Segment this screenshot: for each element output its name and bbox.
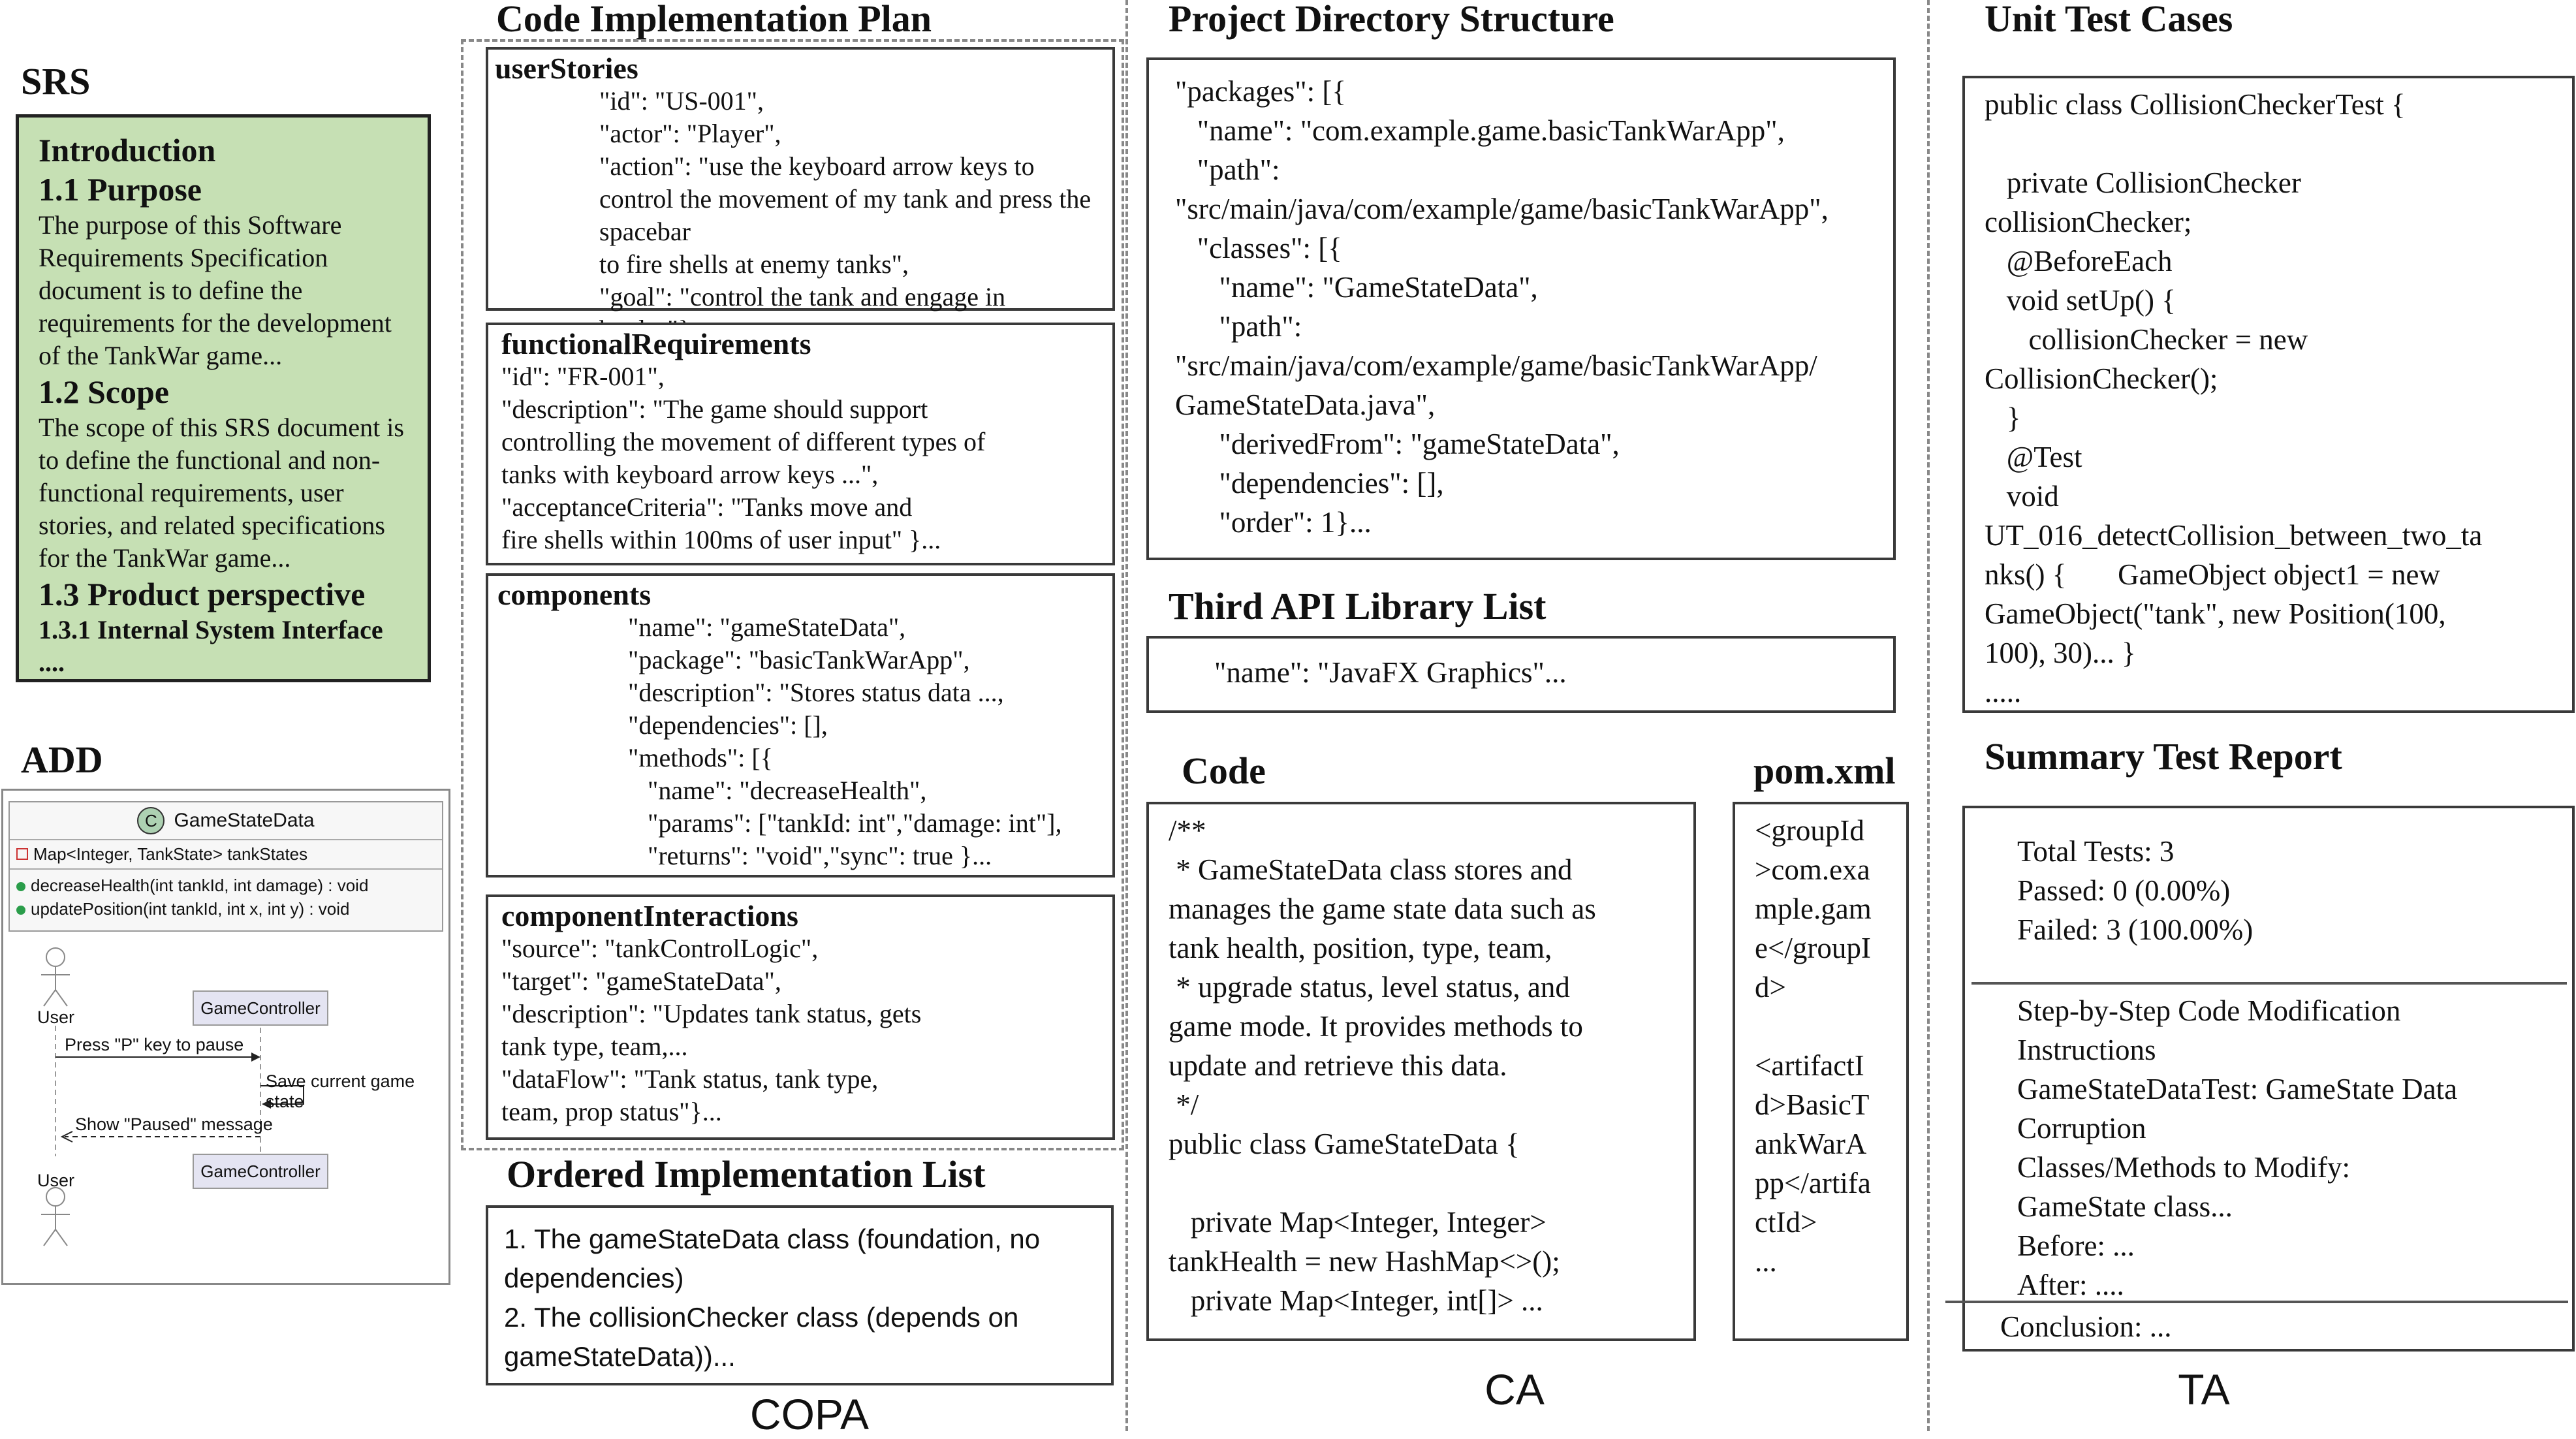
add-title: ADD bbox=[21, 738, 103, 781]
sequence-message: Press "P" key to pause bbox=[65, 1035, 244, 1054]
participant-box: GameController bbox=[193, 990, 328, 1026]
arrowhead-icon bbox=[60, 1131, 73, 1143]
uml-class-name: GameStateData bbox=[174, 810, 315, 831]
srs-document-box: Introduction 1.1 Purpose The purpose of … bbox=[16, 114, 431, 682]
component-interactions-box: componentInteractions "source": "tankCon… bbox=[486, 894, 1115, 1140]
uml-class-icon: C bbox=[137, 807, 165, 834]
sequence-message: Save current game state bbox=[266, 1071, 415, 1111]
copa-agent-label: COPA bbox=[749, 1390, 870, 1438]
arrowhead-icon bbox=[251, 1052, 260, 1062]
add-diagram-box: C GameStateData Map<Integer, TankState> … bbox=[1, 789, 450, 1285]
pom-box: <groupId >com.exa mple.gam e</groupI d> … bbox=[1733, 802, 1909, 1341]
divider bbox=[1125, 0, 1128, 1431]
functional-requirements-heading: functionalRequirements bbox=[501, 327, 811, 360]
uml-class-box: C GameStateData Map<Integer, TankState> … bbox=[8, 801, 443, 932]
public-method-icon bbox=[16, 882, 25, 891]
unit-test-box: public class CollisionCheckerTest { priv… bbox=[1962, 76, 2575, 713]
pom-body: <groupId >com.exa mple.gam e</groupI d> … bbox=[1755, 814, 1872, 1278]
components-box: components "name": "gameStateData", "pac… bbox=[486, 573, 1115, 878]
component-interactions-heading: componentInteractions bbox=[501, 899, 798, 932]
srs-internal-interface-heading: 1.3.1 Internal System Interface bbox=[39, 615, 383, 644]
sequence-message: Show "Paused" message bbox=[75, 1115, 273, 1134]
srs-scope-text: The scope of this SRS document is to def… bbox=[39, 413, 404, 573]
srs-purpose-text: The purpose of this Software Requirement… bbox=[39, 210, 392, 370]
uml-class-field: Map<Integer, TankState> tankStates bbox=[33, 844, 308, 864]
components-heading: components bbox=[497, 578, 652, 611]
component-interactions-body: "source": "tankControlLogic", "target": … bbox=[501, 934, 922, 1126]
directory-title: Project Directory Structure bbox=[1169, 0, 1614, 40]
pom-title: pom.xml bbox=[1753, 750, 1896, 792]
report-divider bbox=[1971, 982, 2567, 985]
unit-test-title: Unit Test Cases bbox=[1985, 0, 2233, 40]
api-library-title: Third API Library List bbox=[1169, 585, 1547, 627]
srs-ellipsis: .... bbox=[39, 648, 65, 677]
test-report-box: Total Tests: 3 Passed: 0 (0.00%) Failed:… bbox=[1945, 806, 2575, 1352]
ordered-list-box: 1. The gameStateData class (foundation, … bbox=[486, 1205, 1114, 1385]
directory-body: "packages": [{ "name": "com.example.game… bbox=[1175, 75, 1829, 539]
actor-label: User bbox=[37, 1007, 75, 1027]
uml-sequence-diagram bbox=[41, 947, 304, 1246]
functional-requirements-body: "id": "FR-001", "description": "The game… bbox=[501, 362, 986, 554]
actor-icon bbox=[41, 947, 70, 1007]
code-title: Code bbox=[1182, 750, 1266, 792]
actor-icon bbox=[41, 1187, 70, 1246]
uml-method: updatePosition(int tankId, int x, int y)… bbox=[31, 899, 350, 919]
srs-introduction-heading: Introduction bbox=[39, 132, 216, 168]
ordered-list-title: Ordered Implementation List bbox=[507, 1153, 986, 1195]
copa-title: Code Implementation Plan bbox=[496, 0, 932, 40]
user-stories-box: userStories "id": "US-001", "actor": "Pl… bbox=[486, 47, 1115, 344]
ta-agent-label: TA bbox=[2178, 1365, 2230, 1414]
srs-perspective-heading: 1.3 Product perspective bbox=[39, 576, 366, 612]
test-report-steps: Step-by-Step Code Modification Instructi… bbox=[2017, 994, 2458, 1301]
public-method-icon bbox=[16, 906, 25, 915]
srs-scope-heading: 1.2 Scope bbox=[39, 373, 169, 410]
test-report-stats: Total Tests: 3 Passed: 0 (0.00%) Failed:… bbox=[2017, 835, 2254, 946]
srs-title: SRS bbox=[21, 60, 91, 103]
test-report-title: Summary Test Report bbox=[1985, 735, 2342, 778]
user-stories-heading: userStories bbox=[495, 52, 638, 85]
user-stories-body: "id": "US-001", "actor": "Player", "acti… bbox=[599, 86, 1092, 344]
arrowhead-icon bbox=[262, 1099, 271, 1109]
actor-label: User bbox=[37, 1171, 75, 1190]
test-report-conclusion: Conclusion: ... bbox=[2000, 1310, 2172, 1343]
code-body: /** * GameStateData class stores and man… bbox=[1169, 814, 1596, 1317]
participant-box: GameController bbox=[193, 1154, 328, 1189]
divider bbox=[1927, 0, 1930, 1431]
components-body: "name": "gameStateData", "package": "bas… bbox=[628, 612, 1062, 870]
srs-purpose-heading: 1.1 Purpose bbox=[39, 171, 202, 208]
ca-agent-label: CA bbox=[1484, 1365, 1545, 1414]
directory-box: "packages": [{ "name": "com.example.game… bbox=[1146, 57, 1896, 560]
private-field-icon bbox=[16, 848, 28, 860]
copa-plan-group bbox=[461, 39, 1124, 1150]
api-library-body: "name": "JavaFX Graphics"... bbox=[1214, 656, 1567, 689]
report-divider bbox=[1945, 1301, 2568, 1303]
functional-requirements-box: functionalRequirements "id": "FR-001", "… bbox=[486, 323, 1115, 565]
api-library-box: "name": "JavaFX Graphics"... bbox=[1146, 636, 1896, 713]
uml-method: decreaseHealth(int tankId, int damage) :… bbox=[31, 876, 369, 895]
code-box: /** * GameStateData class stores and man… bbox=[1146, 802, 1696, 1341]
unit-test-body: public class CollisionCheckerTest { priv… bbox=[1985, 88, 2483, 708]
